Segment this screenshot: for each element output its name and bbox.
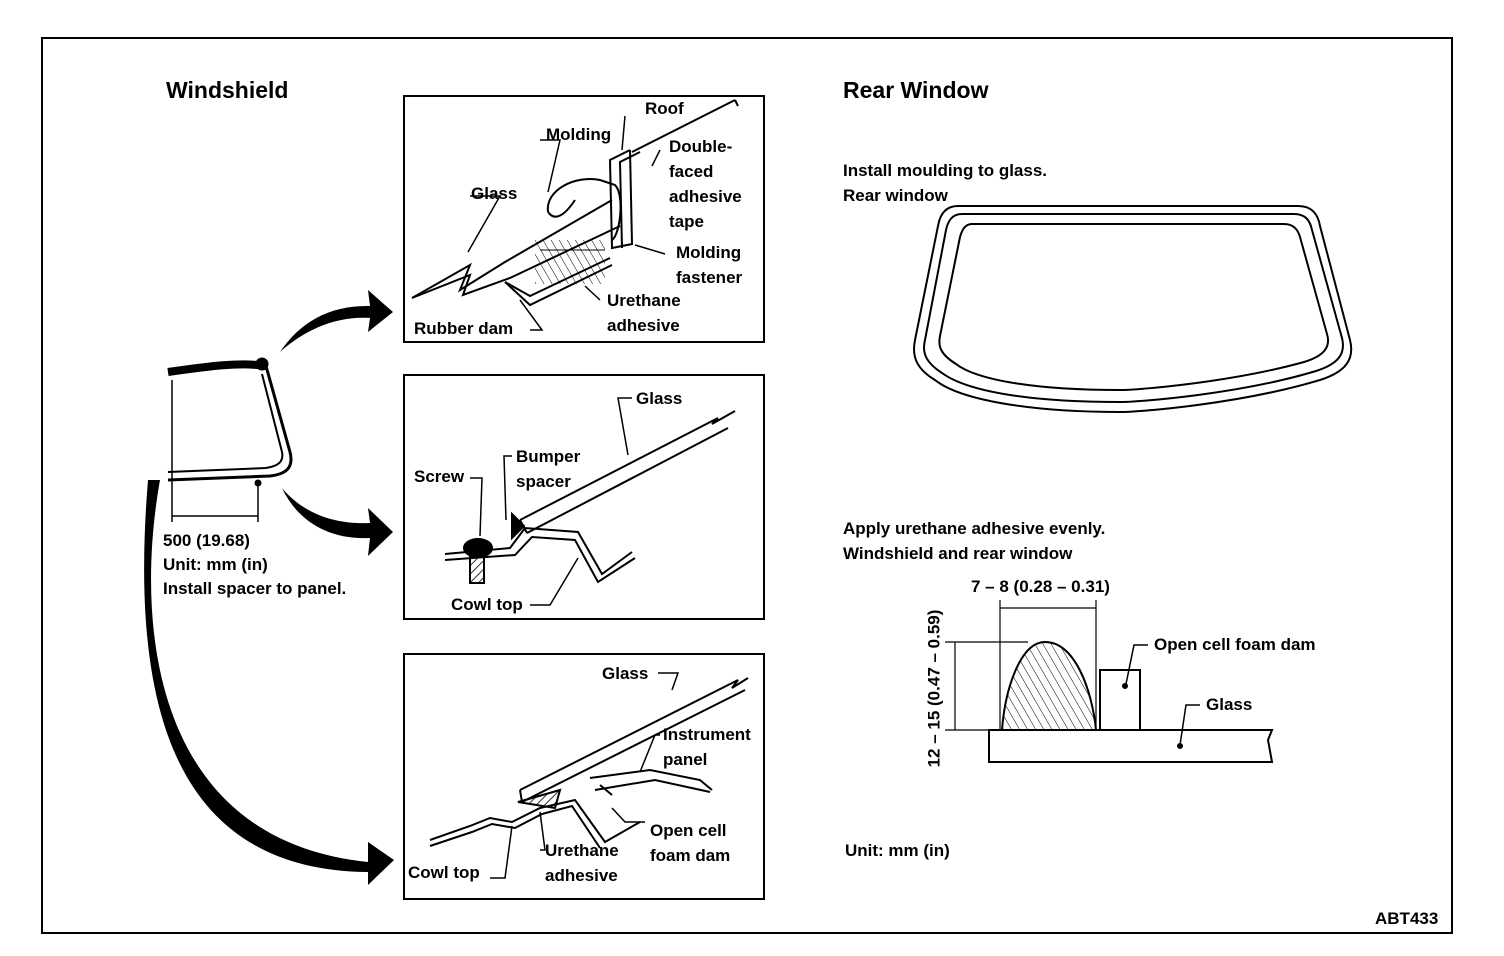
label-open-cell-foam-dam: Open cell foam dam bbox=[1154, 635, 1316, 654]
cowl-spacer-detail-drawing bbox=[444, 397, 736, 606]
label-screw: Screw bbox=[414, 467, 465, 486]
arrow-to-molding-detail bbox=[280, 290, 393, 352]
adhesive-instruction-2: Windshield and rear window bbox=[843, 544, 1073, 563]
adhesive-cross-section bbox=[945, 600, 1274, 763]
label-urethane-top: Urethane adhesive bbox=[607, 291, 681, 335]
windshield-dimension: 500 (19.68) bbox=[163, 531, 250, 550]
adhesive-instruction-1: Apply urethane adhesive evenly. bbox=[843, 519, 1106, 538]
windshield-outline bbox=[167, 357, 293, 522]
label-cowl-top-bottom: Cowl top bbox=[408, 863, 480, 882]
rear-window-title: Rear Window bbox=[843, 77, 989, 103]
label-cowl-top-middle: Cowl top bbox=[451, 595, 523, 614]
windshield-title: Windshield bbox=[166, 77, 289, 103]
label-double-faced-tape: Double- faced adhesive tape bbox=[669, 137, 742, 231]
detail-box-cowl-spacer bbox=[403, 374, 765, 620]
label-urethane-bottom: Urethane adhesive bbox=[545, 841, 619, 885]
label-roof: Roof bbox=[645, 99, 684, 118]
label-bumper-spacer: Bumper spacer bbox=[516, 447, 581, 491]
detail-box-molding bbox=[403, 95, 765, 343]
label-glass-top: Glass bbox=[471, 184, 518, 203]
label-open-cell-bottom: Open cell foam dam bbox=[650, 821, 731, 865]
rear-instruction-2: Rear window bbox=[843, 186, 948, 205]
windshield-unit: Unit: mm (in) bbox=[163, 555, 268, 574]
label-rubber-dam: Rubber dam bbox=[414, 319, 514, 338]
label-glass-section: Glass bbox=[1206, 695, 1253, 714]
detail-box-instrument-panel bbox=[403, 653, 765, 900]
adhesive-height-dimension: 12 – 15 (0.47 – 0.59) bbox=[924, 609, 944, 768]
figure-frame bbox=[41, 37, 1453, 934]
label-glass-middle: Glass bbox=[636, 389, 683, 408]
label-molding-fastener: Molding fastener bbox=[676, 243, 743, 287]
label-instrument-panel: Instrument panel bbox=[663, 725, 751, 769]
rear-window-outline bbox=[913, 205, 1353, 414]
label-glass-bottom: Glass bbox=[602, 664, 649, 683]
arrow-to-instrument-detail bbox=[144, 480, 394, 885]
windshield-instruction: Install spacer to panel. bbox=[163, 579, 347, 598]
label-molding: Molding bbox=[546, 125, 612, 144]
molding-detail-drawing bbox=[411, 99, 739, 331]
unit-label-bottom: Unit: mm (in) bbox=[845, 841, 950, 860]
rear-instruction-1: Install moulding to glass. bbox=[843, 161, 1048, 180]
figure-id: ABT433 bbox=[1375, 909, 1439, 928]
instrument-panel-detail-drawing bbox=[429, 672, 749, 879]
adhesive-width-dimension: 7 – 8 (0.28 – 0.31) bbox=[971, 577, 1110, 596]
arrow-to-cowl-detail bbox=[282, 488, 393, 556]
